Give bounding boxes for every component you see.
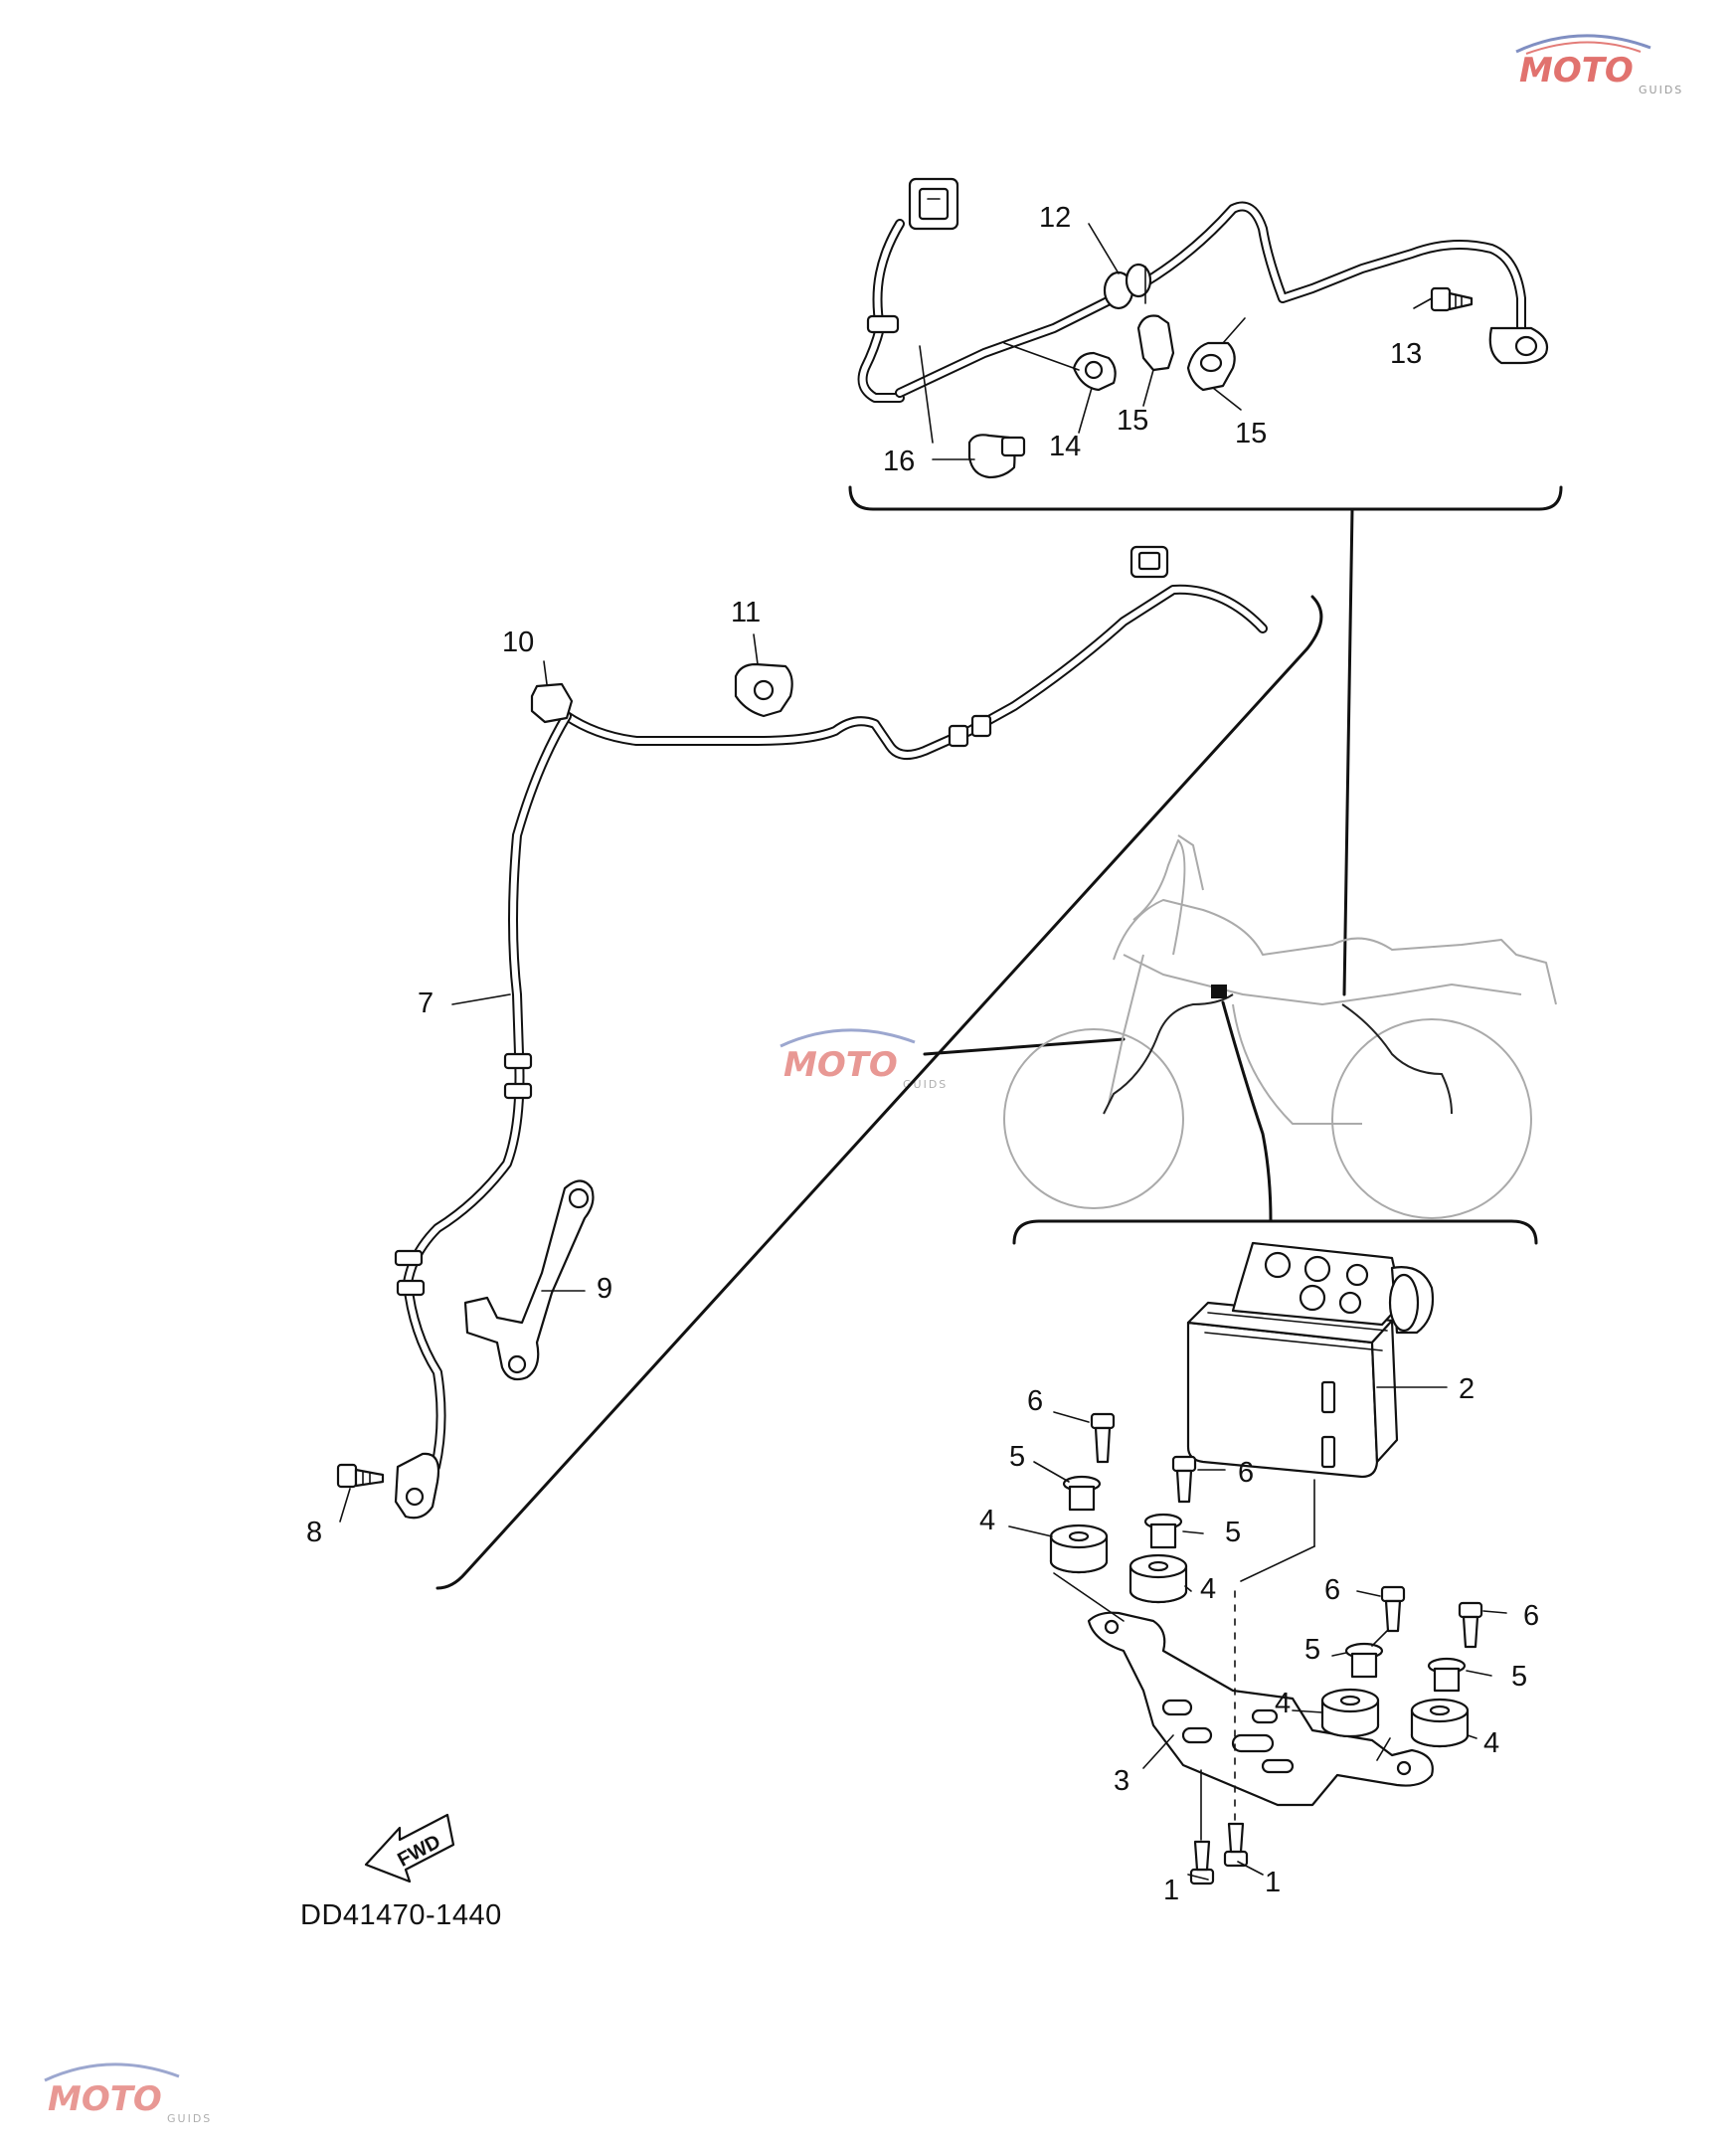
part-label-15: 15: [1117, 405, 1148, 437]
part-label-16: 16: [883, 446, 915, 477]
part-label-15: 15: [1235, 418, 1267, 449]
part-label-13: 13: [1390, 338, 1422, 370]
collar: [1344, 1642, 1384, 1679]
bolt: [1458, 1601, 1483, 1649]
part-label-1: 1: [1163, 1875, 1179, 1906]
abs-unit: [1186, 1241, 1435, 1479]
part-label-6: 6: [1238, 1457, 1254, 1489]
bolt: [1090, 1412, 1116, 1464]
part-label-4: 4: [1483, 1727, 1499, 1759]
part-label-9: 9: [597, 1273, 612, 1305]
sensor-cable: [336, 545, 1268, 1523]
part-label-6: 6: [1027, 1385, 1043, 1417]
watermark-sub-text: GUIDS: [167, 2112, 212, 2125]
bolt: [1380, 1585, 1406, 1633]
part-label-11: 11: [731, 597, 761, 628]
watermark-brand-text: MOTO: [783, 1045, 898, 1085]
top-detail-leader: [1342, 507, 1354, 996]
part-label-4: 4: [979, 1505, 995, 1536]
top-harness: [857, 177, 1549, 479]
rubber-mount: [1049, 1524, 1109, 1574]
part-label-5: 5: [1304, 1634, 1320, 1666]
part-label-6: 6: [1523, 1600, 1539, 1632]
part-label-12: 12: [1039, 202, 1071, 234]
part-label-4: 4: [1275, 1688, 1291, 1719]
collar: [1062, 1475, 1102, 1512]
part-label-4: 4: [1200, 1573, 1216, 1605]
rubber-mount: [1128, 1553, 1188, 1604]
watermark-logo-bottom-left: MOTO GUIDS: [44, 2062, 212, 2125]
bolt: [1223, 1822, 1249, 1868]
watermark-brand-text: MOTO: [1519, 51, 1634, 90]
part-label-3: 3: [1114, 1765, 1129, 1797]
watermark-logo-center: MOTO GUIDS: [780, 1028, 946, 1091]
forward-arrow-icon: FWD: [364, 1813, 455, 1883]
part-label-7: 7: [418, 987, 434, 1019]
part-label-2: 2: [1459, 1373, 1475, 1405]
rubber-mount: [1410, 1698, 1470, 1748]
abs-bracket: [1008, 1386, 1507, 1885]
left-detail-frame: [435, 595, 1323, 1590]
part-label-5: 5: [1009, 1441, 1025, 1473]
part-label-8: 8: [306, 1517, 322, 1548]
part-label-6: 6: [1324, 1574, 1340, 1606]
rubber-mount: [1320, 1688, 1380, 1738]
collar: [1143, 1513, 1183, 1549]
part-label-1: 1: [1265, 1867, 1281, 1898]
watermark-logo-top-right: MOTO GUIDS: [1515, 34, 1683, 96]
bottom-detail-frame: [1012, 1219, 1538, 1245]
bottom-detail-leader: [1221, 1000, 1273, 1223]
bolt: [1171, 1455, 1197, 1504]
top-detail-frame: [848, 485, 1563, 511]
part-label-5: 5: [1225, 1517, 1241, 1548]
motorcycle-silhouette: [1003, 834, 1557, 1219]
collar: [1427, 1657, 1467, 1693]
part-label-14: 14: [1049, 431, 1081, 462]
watermark-brand-text: MOTO: [48, 2079, 162, 2119]
diagram-code: DD41470-1440: [300, 1899, 502, 1931]
part-label-5: 5: [1511, 1661, 1527, 1693]
watermark-sub-text: GUIDS: [1639, 84, 1683, 96]
part-label-10: 10: [502, 627, 534, 658]
left-detail-leader: [923, 1037, 1126, 1056]
